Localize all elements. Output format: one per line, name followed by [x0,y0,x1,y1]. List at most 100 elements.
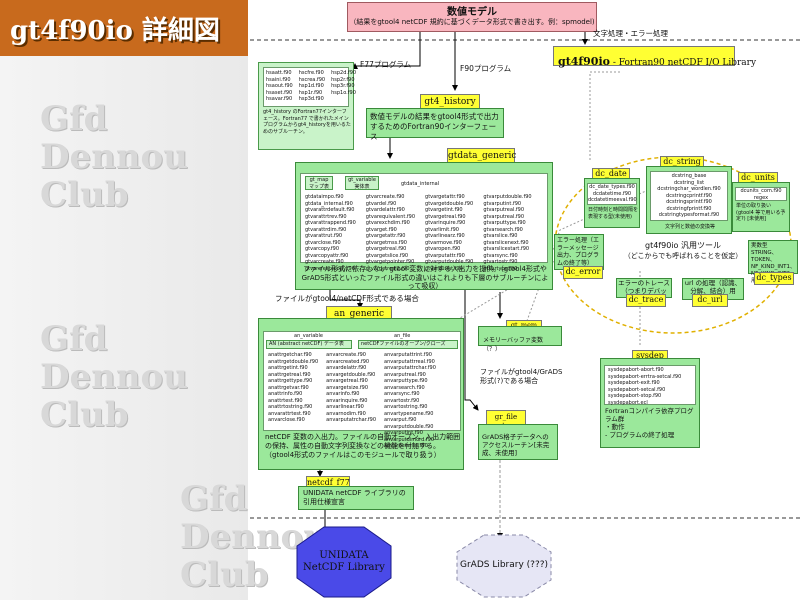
file-entry: gtvarputreal.f90 [483,207,525,213]
file-entry: sysdepabort-exit.f90 [608,380,660,386]
library-banner: gt4f90io - Fortran90 netCDF I/O Library [553,46,756,68]
gt4-history-desc: 数値モデルの結果をgtool4形式で出力するためのFortran90インターフェ… [366,108,504,141]
file-entry: gtvarputint.f90 [425,265,463,272]
file-entry: gtvarputdouble.f90 [483,194,532,200]
file-entry: gtdataimpo.f90 [305,194,344,200]
netcdf-f77-desc: UNIDATA netCDF ライブラリの引用仕様宣言 [298,486,414,510]
file-entry: gtvarputattr.f90 [425,252,465,259]
file-entry: anvarcreated.f90 [326,358,370,365]
file-entry: gtvargetslice.f90 [365,252,409,259]
file-entry: hscfre.f90 [298,70,324,76]
watermark-word: Dennou [40,357,188,397]
file-entry: anvarputdouble.f90 [384,423,434,430]
file-entry: gtvarsearch.f90 [483,226,523,233]
file-entry: hsaatt.f90 [266,70,292,76]
file-entry: gtvarequivalent.f90 [365,213,416,220]
sysdep-desc: Fortranコンパイラ依存プログラム群 ・動作 - プログラムの終了処理 [605,407,694,439]
file-entry: hsp2r.f90 [331,76,355,83]
file-entry: gtvarcopyattr.f90 [305,252,349,259]
file-entry: hsp1d.f90 [298,83,324,89]
watermark-word: Club [40,395,129,435]
file-entry: gtvaropen.f90 [425,246,461,252]
watermark-word: Gfd [180,479,248,519]
label-textproc: 文字処理・エラー処理 [593,29,668,38]
file-entry: gtvarslice.f90 [483,233,518,239]
file-entry: gtvargetattr.f90 [365,233,406,239]
watermark-word: Club [180,555,269,595]
label-f77: F77プログラム [360,60,412,69]
file-entry: anvarputreal.f90 [384,371,426,378]
gtdata-tag-variable: gt_variable 実体表 [345,176,379,190]
file-entry: gtvartype.f90 [483,265,518,272]
file-entry: anvarputint.f90 [384,430,423,436]
file-entry: gtvarclose.f90 [305,239,341,246]
model-box: 数値モデル （結果をgtool4 netCDF 規約に基づくデータ形式で書き出す… [347,2,597,32]
gtdata-desc: ファイル形式に依存しない gtool 変数に対する入出力を提供。（gtool4形… [301,265,549,290]
file-entry: anvardelattr.f90 [326,365,367,371]
file-entry: anvarputtype.f90 [384,378,428,384]
file-entry: anattrgetchar.f90 [268,352,312,358]
an-head-file: an_file [394,333,411,339]
file-entry: gtvargetreal2.f90 [365,265,410,272]
model-title: 数値モデル [447,7,497,18]
file-entry: hsaout.f90 [266,83,293,89]
gtdata-tag-internal: gtdata_internal [401,181,440,187]
file-entry: gtvargetreal.f90 [365,246,407,252]
model-subtitle: （結果をgtool4 netCDF 規約に基づくデータ形式で書き出す。例：spm… [349,18,595,26]
file-entry: anvarputattrint.f90 [384,352,432,358]
dc-error-desc: エラー処理（エラーメッセージ出力、プログラムの終了等） [554,234,604,270]
file-entry: gtvarattrdim.f90 [305,226,347,233]
file-entry: gtvarattrappend.f90 [305,220,356,226]
file-entry: anvarputdimord.f90 [384,436,435,443]
label-netcdf-case: ファイルがgtool4/netCDF形式である場合 [275,294,419,303]
file-entry: gtvarmove.f90 [425,239,462,246]
file-entry: anvarattrtest.f90 [268,410,311,417]
file-entry: sysdepabort-errtra-setcal.f90 [608,373,682,380]
file-entry: gtvarlimit.f90 [425,226,459,233]
file-entry: dcstringsprintf.f90 [666,199,712,205]
file-entry: gtvarinquire.f90 [425,220,466,226]
file-entry: anattrgetdouble.f90 [268,358,319,365]
watermark-word: Gfd [40,319,108,359]
file-entry: dcstring_list [673,179,705,186]
dc-url-label: dc_url [692,294,728,307]
file-entry: anvarputatrchar.f90 [326,417,377,423]
file-entry: dcstring_base [671,173,707,179]
file-entry: dcdatetime.f90 [592,190,632,197]
gtdata-file-panel: gt_map マップ表 gt_variable 実体表 gtdata_inter… [300,173,548,272]
label-grads-case: ファイルがgtool4/GrADS 形式(?)である場合 [480,368,563,385]
gtdata-box: gt_map マップ表 gt_variable 実体表 gtdata_inter… [295,162,553,290]
file-entry: anattrinfo.f90 [268,391,303,397]
file-entry: gtvarputdouble.f90 [425,259,474,265]
file-entry: sysdepabort.ecl [608,399,648,406]
watermark-word: Gfd [40,99,108,139]
dc-trace-label: dc_trace [626,294,666,307]
file-entry: hsavar.f90 [266,96,293,102]
left-panel [0,0,248,600]
file-entry: dcunits_com.f90 [740,188,782,194]
file-entry: anvarputmiss.f90 [384,443,428,449]
file-entry: gtvargetdouble.f90 [425,200,474,207]
watermark-word: Club [40,175,129,215]
file-entry: anattrgettype.f90 [268,378,313,384]
file-entry: anvarinfo.f90 [326,391,360,397]
file-entry: anvartostr.f90 [384,397,420,404]
library-desc: - Fortran90 netCDF I/O Library [609,58,757,68]
file-entry: hsp3d.f90 [298,96,324,102]
file-entry: gtvarsync.f90 [483,252,518,259]
an-box: an_variable an_file AN (abstract netCDF)… [258,318,464,470]
grads-label: GrADS Library (???) [459,560,549,570]
dc-types-label: dc_types [754,272,794,285]
file-entry: gtvarcreatecopy.f90 [305,265,355,272]
file-entry: hsp1o.f90 [331,89,356,96]
file-entry: anattrgetvar.f90 [268,384,309,391]
an-desc: netCDF 変数の入出力。ファイルの自動オープン、入出力範囲の保持、属性の自動… [265,433,461,459]
